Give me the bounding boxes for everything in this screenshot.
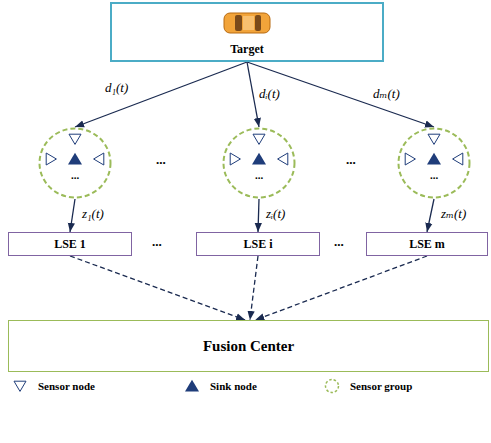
edge-label: d₁(t)	[104, 80, 129, 96]
group-symbol	[326, 380, 339, 393]
sink-node-symbol	[68, 153, 82, 165]
node-label: LSE m	[409, 238, 445, 250]
edge-label: dᵢ(t)	[258, 86, 281, 102]
ellipsis: ...	[71, 170, 79, 181]
car-roof	[243, 16, 254, 30]
legend-item: Sensor group	[322, 378, 412, 394]
node-label: Target	[230, 43, 264, 55]
legend-swatch	[10, 378, 30, 394]
node-label: Fusion Center	[203, 339, 294, 354]
lse-box: LSE i	[196, 232, 320, 256]
sensor-node-symbol	[94, 153, 104, 165]
target-box: Target	[110, 2, 384, 62]
dashed-arrow	[250, 256, 258, 320]
sensor-node-symbol	[14, 381, 26, 391]
signal-arrow	[427, 199, 434, 232]
dashed-arrow	[255, 256, 427, 320]
ellipsis: ...	[334, 234, 344, 250]
legend-swatch	[182, 378, 202, 394]
sensor-group-outline	[38, 127, 112, 199]
lse-box: LSE 1	[8, 232, 132, 256]
sensor-group: ...	[222, 127, 296, 199]
dashed-circle	[224, 129, 295, 198]
sensor-node-symbol	[46, 153, 56, 165]
sensor-node-symbol	[405, 153, 415, 165]
sensor-group: ...	[397, 127, 471, 199]
edge-label: zₘ(t)	[440, 206, 467, 222]
car-body	[224, 13, 270, 33]
sink-node-symbol	[252, 153, 266, 165]
node-label: LSE i	[243, 238, 272, 250]
legend-text: Sensor group	[350, 380, 412, 392]
sensor-node-symbol	[230, 153, 240, 165]
signal-arrow	[247, 62, 434, 127]
sensor-node-symbol	[69, 134, 81, 144]
legend-item: Sink node	[182, 378, 257, 394]
sensor-group: ...	[38, 127, 112, 199]
car-window	[235, 15, 242, 31]
legend-text: Sink node	[210, 380, 257, 392]
lse-box: LSE m	[366, 232, 488, 256]
edge-label: dₘ(t)	[372, 86, 401, 102]
ellipsis: ...	[346, 152, 356, 168]
fusion-center-box: Fusion Center	[8, 320, 489, 372]
ellipsis: ...	[255, 170, 263, 181]
sensor-node-symbol	[278, 153, 288, 165]
sink-node-symbol	[427, 153, 441, 165]
signal-arrow	[75, 62, 247, 127]
node-label: LSE 1	[54, 238, 86, 250]
sensor-node-symbol	[428, 134, 440, 144]
edge-label: zᵢ(t)	[265, 206, 286, 222]
ellipsis: ...	[152, 234, 162, 250]
ellipsis: ...	[430, 170, 438, 181]
dashed-circle	[399, 129, 470, 198]
dashed-arrow	[70, 256, 245, 320]
ellipsis: ...	[156, 152, 166, 168]
car-window	[255, 15, 261, 31]
signal-arrow	[70, 199, 75, 232]
sensor-group-outline	[222, 127, 296, 199]
signal-arrow	[258, 199, 259, 232]
dashed-circle	[40, 129, 111, 198]
legend-item: Sensor node	[10, 378, 95, 394]
sensor-node-symbol	[253, 134, 265, 144]
legend-text: Sensor node	[38, 380, 95, 392]
sink-node-symbol	[185, 380, 199, 392]
sensor-group-outline	[397, 127, 471, 199]
edge-label: z₁(t)	[81, 206, 105, 222]
sensor-node-symbol	[453, 153, 463, 165]
legend-swatch	[322, 378, 342, 394]
car-icon	[222, 10, 272, 36]
